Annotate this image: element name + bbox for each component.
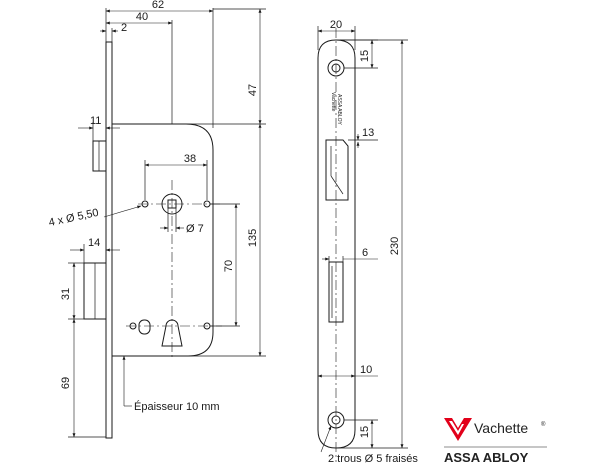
registered-mark: ® <box>541 421 546 428</box>
dim-69: 69 <box>60 377 72 389</box>
dim-13: 13 <box>362 127 374 139</box>
holes-note: 2 trous Ø 5 fraisés <box>328 453 418 465</box>
keyhole <box>161 319 183 347</box>
dim-135: 135 <box>247 229 259 247</box>
dim-31: 31 <box>60 288 72 300</box>
latch-detail <box>330 175 344 195</box>
logo-chevron-inner <box>449 421 464 435</box>
dim-40: 40 <box>136 11 148 23</box>
dim-15-bottom: 15 <box>359 426 371 438</box>
thickness-note: Épaisseur 10 mm <box>134 400 220 413</box>
dim-11: 11 <box>90 115 101 127</box>
keyhole-slot <box>138 319 151 335</box>
lock-case <box>111 123 214 357</box>
faceplate-view: Vachette ASSA ABLOY 20 15 13 230 <box>317 19 418 465</box>
dim-47: 47 <box>247 84 259 96</box>
forend-strip <box>105 41 113 439</box>
dim-holes: 4 x Ø 5,50 <box>48 207 100 229</box>
leader-holes <box>103 205 142 218</box>
faceplate <box>317 39 356 449</box>
latch-opening <box>325 139 349 201</box>
dim-230: 230 <box>389 237 401 255</box>
dim-62: 62 <box>152 0 164 11</box>
logo-chevron <box>444 418 472 441</box>
dim-7: Ø 7 <box>186 223 204 235</box>
vachette-logo-icon <box>444 418 472 441</box>
dim-70: 70 <box>223 260 235 272</box>
dim-10: 10 <box>360 364 372 376</box>
leader-holes-note <box>320 425 332 453</box>
plate-brand: Vachette <box>330 92 336 112</box>
parent-company: ASSA ABLOY <box>444 450 529 465</box>
plate-brand-2: ASSA ABLOY <box>336 94 342 126</box>
dim-2: 2 <box>121 22 127 34</box>
dim-14: 14 <box>88 237 100 249</box>
dim-38: 38 <box>184 153 196 165</box>
lock-front-view: 62 40 2 47 135 70 11 38 4 x Ø 5,50 <box>48 0 266 439</box>
brand-block: Vachette ® ASSA ABLOY <box>444 418 547 465</box>
dim-15-top: 15 <box>359 50 371 62</box>
brand-name: Vachette <box>474 420 528 436</box>
latch-bolt <box>92 140 107 172</box>
dim-20: 20 <box>330 19 342 31</box>
dim-6: 6 <box>362 247 368 259</box>
